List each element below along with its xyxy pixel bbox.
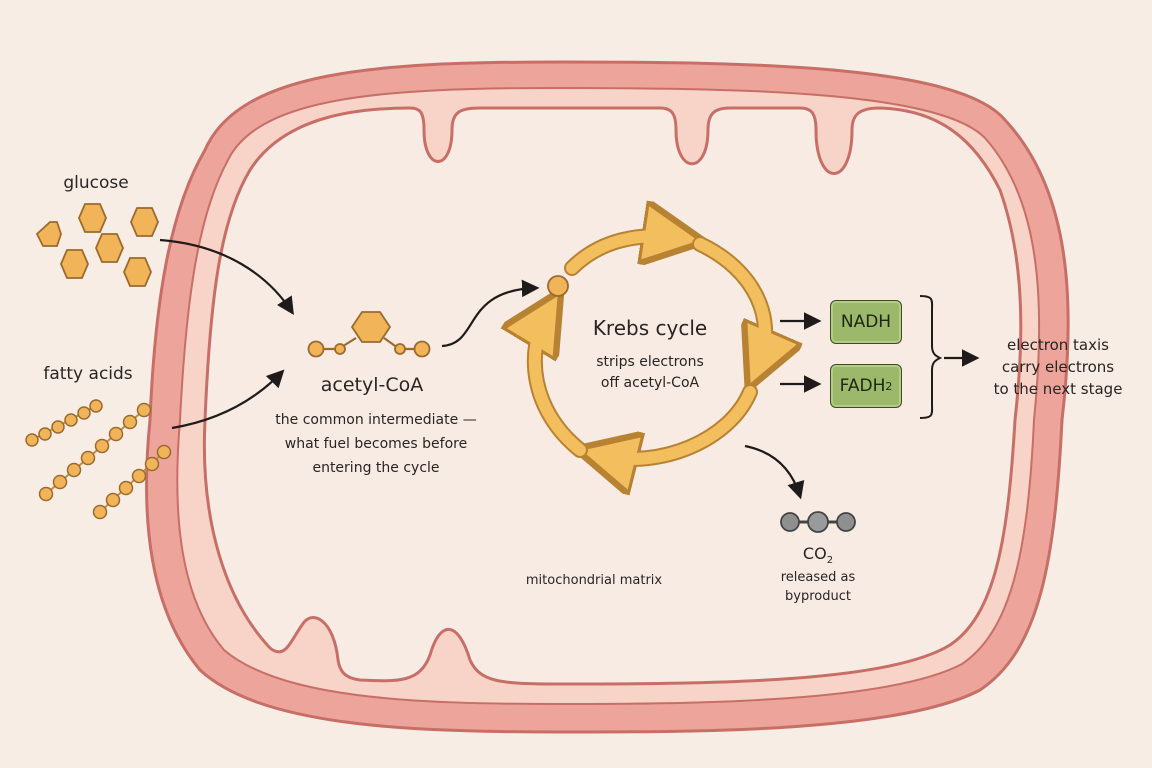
fatty-acid-chain bbox=[92, 444, 172, 520]
glucose-molecules bbox=[35, 203, 159, 287]
acetyl-coa-molecule bbox=[307, 311, 431, 358]
glucose-hexagon bbox=[60, 249, 89, 279]
acetyl-desc-line: entering the cycle bbox=[312, 460, 440, 476]
arrow-glucose-to-acetyl bbox=[159, 238, 294, 315]
glucose-hexagon bbox=[95, 233, 124, 263]
inner-membrane bbox=[202, 106, 1023, 686]
carrier-bracket bbox=[919, 295, 943, 419]
fatty-acids-label: fatty acids bbox=[43, 364, 133, 384]
matrix-label: mitochondrial matrix bbox=[525, 573, 663, 588]
krebs-desc-line: strips electrons bbox=[596, 354, 704, 370]
entry-molecule bbox=[547, 275, 569, 297]
arrow-to-co2 bbox=[744, 444, 805, 500]
glucose-hexagon bbox=[123, 257, 152, 287]
electron-taxis-text: electron taxis carry electrons to the ne… bbox=[994, 334, 1123, 400]
krebs-cycle-title: Krebs cycle bbox=[592, 316, 708, 340]
fatty-acid-chain bbox=[38, 402, 152, 502]
glucose-hexagon bbox=[35, 221, 62, 247]
acetyl-coa-description: the common intermediate — what fuel beco… bbox=[275, 408, 476, 480]
co2-label: CO2 bbox=[803, 544, 833, 566]
co2-subscript: 2 bbox=[826, 555, 834, 567]
fatty-acid-chain bbox=[25, 399, 103, 447]
glucose-hexagon bbox=[130, 207, 159, 237]
nadh-box: NADH bbox=[830, 300, 902, 344]
glucose-label: glucose bbox=[63, 173, 129, 193]
acetyl-desc-line: what fuel becomes before bbox=[284, 436, 468, 452]
acetyl-desc-line: the common intermediate — bbox=[275, 412, 477, 428]
fadh2-label: FADH bbox=[839, 376, 886, 396]
nadh-label: NADH bbox=[840, 312, 892, 332]
acetyl-coa-title: acetyl-CoA bbox=[320, 374, 424, 396]
arrow-fatty-acids-to-acetyl bbox=[171, 369, 285, 430]
electron-taxis-line: to the next stage bbox=[993, 380, 1123, 398]
electron-taxis-line: carry electrons bbox=[1001, 358, 1115, 376]
co2-molecule bbox=[780, 511, 856, 533]
krebs-cycle-description: strips electrons off acetyl-CoA bbox=[596, 352, 704, 394]
krebs-cycle-ring bbox=[535, 236, 765, 459]
co2-desc-line: byproduct bbox=[785, 589, 851, 604]
krebs-desc-line: off acetyl-CoA bbox=[600, 375, 700, 391]
electron-taxis-line: electron taxis bbox=[1007, 336, 1109, 354]
co2-desc-line: released as bbox=[780, 570, 856, 585]
glucose-hexagon bbox=[78, 203, 107, 233]
fatty-acid-chains bbox=[25, 399, 172, 520]
co2-description: released as byproduct bbox=[781, 568, 856, 606]
co2-main: CO bbox=[802, 544, 827, 563]
fadh2-subscript: 2 bbox=[885, 379, 893, 393]
